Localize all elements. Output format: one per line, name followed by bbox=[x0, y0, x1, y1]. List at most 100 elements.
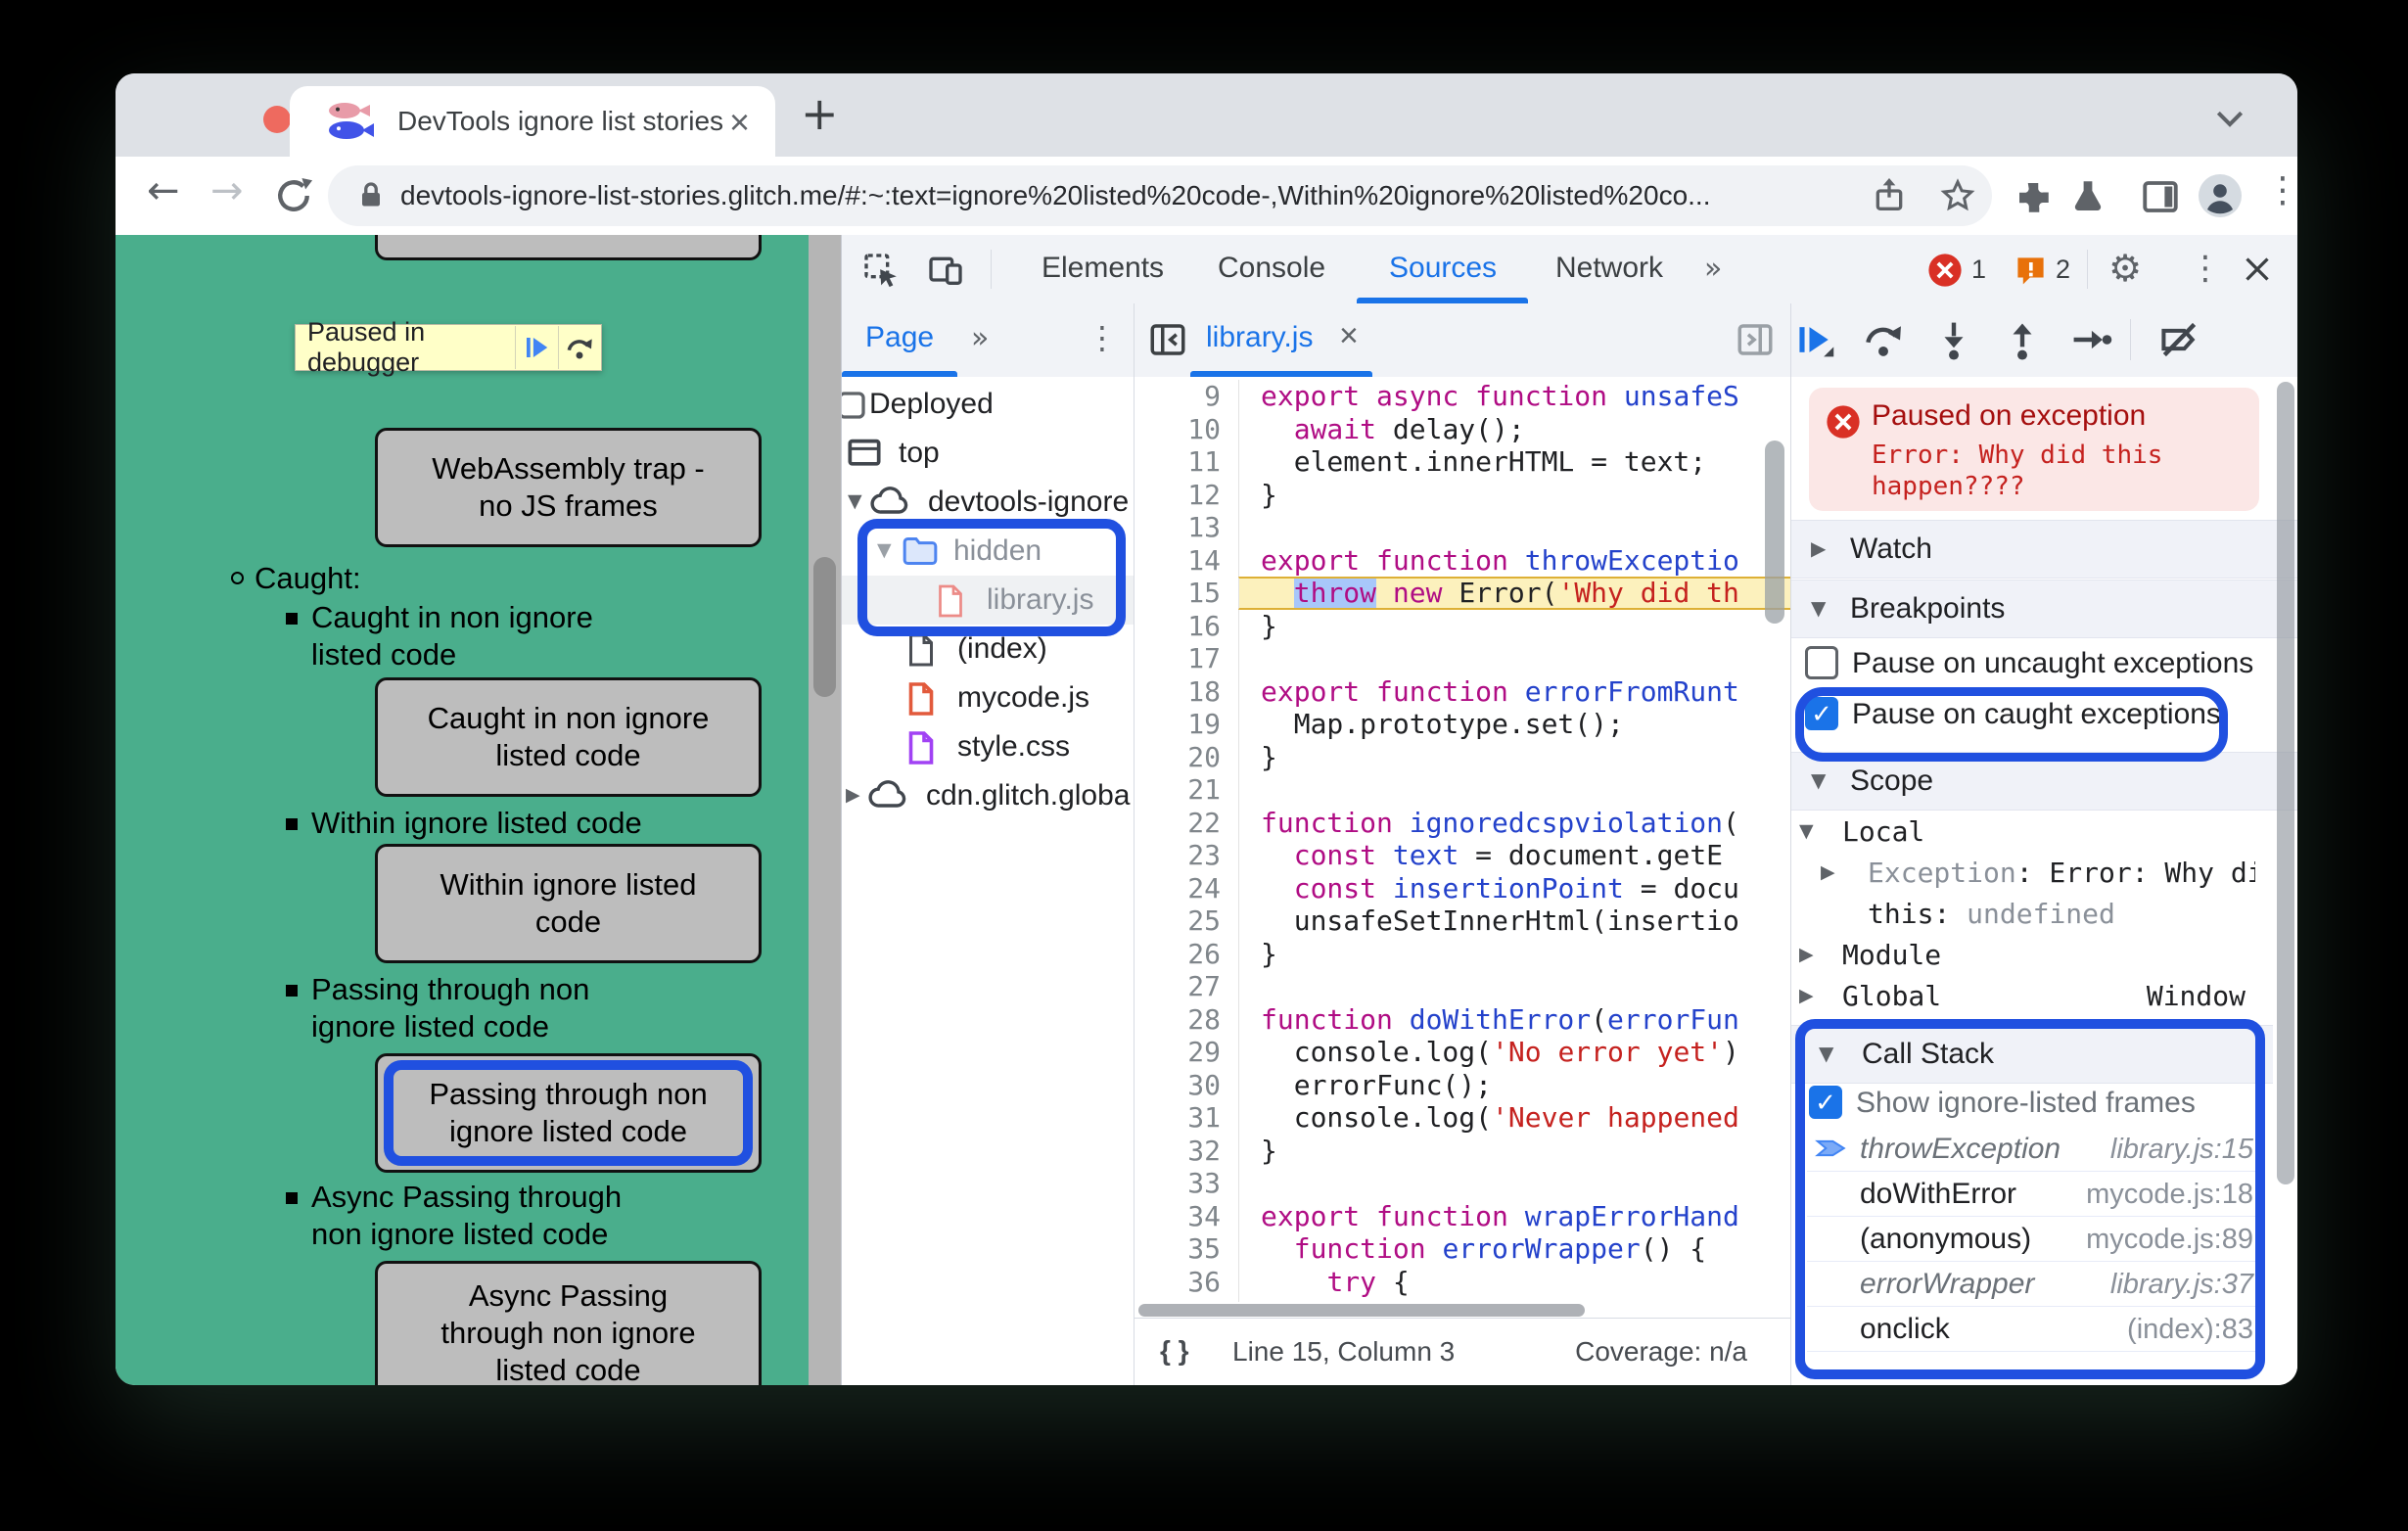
overlay-resume-button[interactable] bbox=[514, 326, 558, 369]
code-line-26[interactable]: 26} bbox=[1135, 937, 1790, 971]
tree-item-top[interactable]: top bbox=[842, 429, 1134, 478]
line-number[interactable]: 35 bbox=[1187, 1232, 1221, 1265]
line-number[interactable]: 34 bbox=[1187, 1199, 1221, 1232]
browser-tab[interactable]: DevTools ignore list stories × bbox=[290, 86, 775, 157]
line-number[interactable]: 14 bbox=[1187, 543, 1221, 577]
code-line-19[interactable]: 19 Map.prototype.set(); bbox=[1135, 708, 1790, 741]
forward-icon[interactable]: → bbox=[210, 168, 244, 213]
format-braces-icon[interactable]: { } bbox=[1160, 1335, 1189, 1366]
line-number[interactable]: 28 bbox=[1187, 1002, 1221, 1036]
section-watch[interactable]: ▶Watch bbox=[1791, 520, 2297, 579]
tree-item-mycode.js[interactable]: mycode.js bbox=[842, 673, 1134, 722]
inspect-element-icon[interactable] bbox=[861, 251, 901, 290]
step-into-icon[interactable] bbox=[1932, 318, 1975, 361]
overlay-step-over-button[interactable] bbox=[557, 326, 601, 369]
share-icon[interactable] bbox=[1870, 176, 1909, 215]
line-number[interactable]: 26 bbox=[1187, 937, 1221, 970]
navigator-more-tabs-icon[interactable]: » bbox=[971, 321, 990, 355]
tree-expand-icon[interactable]: ▼ bbox=[848, 490, 862, 512]
editor-vertical-scrollbar[interactable] bbox=[1765, 441, 1784, 624]
line-number[interactable]: 37 bbox=[1135, 1298, 1238, 1302]
tree-item-deployed[interactable]: Deployed bbox=[842, 380, 1134, 429]
bookmark-star-icon[interactable] bbox=[1938, 176, 1977, 215]
tree-item-cdn.glitch.globa[interactable]: ▶cdn.glitch.globa bbox=[842, 771, 1134, 820]
hide-navigator-icon[interactable] bbox=[1147, 319, 1188, 360]
code-line-36[interactable]: 36 try { bbox=[1135, 1265, 1790, 1299]
page-button[interactable]: Caught in non ignore listed code bbox=[375, 677, 762, 797]
code-line-35[interactable]: 35 function errorWrapper() { bbox=[1135, 1232, 1790, 1266]
line-number[interactable]: 21 bbox=[1187, 773, 1221, 806]
line-number[interactable]: 33 bbox=[1187, 1167, 1221, 1199]
code-line-24[interactable]: 24 const insertionPoint = docu bbox=[1135, 871, 1790, 905]
section-call-stack[interactable]: ▼Call Stack bbox=[1791, 1025, 2273, 1084]
page-scrollbar[interactable] bbox=[809, 235, 841, 1385]
extensions-puzzle-icon[interactable] bbox=[2013, 176, 2054, 217]
code-line-25[interactable]: 25 unsafeSetInnerHtml(insertio bbox=[1135, 905, 1790, 938]
line-number[interactable]: 17 bbox=[1187, 642, 1221, 674]
breakpoint-option-checkbox[interactable] bbox=[1805, 646, 1838, 679]
code-line-29[interactable]: 29 console.log('No error yet') bbox=[1135, 1036, 1790, 1069]
padlock-icon[interactable] bbox=[353, 178, 389, 213]
line-number[interactable]: 29 bbox=[1187, 1036, 1221, 1068]
profile-avatar[interactable] bbox=[2197, 172, 2244, 219]
page-button[interactable]: Passing through non ignore listed code bbox=[375, 1053, 762, 1173]
sidebar-scrollbar-thumb[interactable] bbox=[2277, 382, 2294, 1184]
devtools-menu-kebab-icon[interactable]: ⋮ bbox=[2189, 249, 2222, 288]
line-number[interactable]: 32 bbox=[1187, 1134, 1221, 1167]
side-panel-icon[interactable] bbox=[2140, 176, 2181, 217]
line-number[interactable]: 9 bbox=[1204, 380, 1221, 412]
tree-item-style.css[interactable]: style.css bbox=[842, 722, 1134, 771]
call-stack-frame[interactable]: onclick(index):83 bbox=[1807, 1306, 2257, 1352]
breakpoint-option-label[interactable]: Pause on uncaught exceptions bbox=[1852, 647, 2254, 679]
close-window-button[interactable] bbox=[263, 106, 291, 133]
tab-console[interactable]: Console bbox=[1218, 252, 1326, 284]
code-line-37[interactable]: 37 errorFunc(); bbox=[1135, 1298, 1790, 1302]
back-icon[interactable]: ← bbox=[147, 168, 180, 213]
scope-row[interactable]: this: undefined bbox=[1868, 898, 2115, 930]
page-button[interactable]: WebAssembly trap - no JS frames bbox=[375, 428, 762, 547]
code-line-10[interactable]: 10 await delay(); bbox=[1135, 412, 1790, 446]
code-line-20[interactable]: 20} bbox=[1135, 740, 1790, 774]
navigator-tab-page[interactable]: Page bbox=[865, 321, 935, 353]
line-number[interactable]: 30 bbox=[1187, 1068, 1221, 1101]
code-line-15[interactable]: 15 throw new Error('Why did th bbox=[1135, 577, 1790, 610]
breakpoint-option-checkbox[interactable]: ✓ bbox=[1805, 697, 1838, 730]
code-line-13[interactable]: 13 bbox=[1135, 511, 1790, 544]
line-number[interactable]: 19 bbox=[1187, 708, 1221, 740]
line-number[interactable]: 13 bbox=[1187, 511, 1221, 543]
line-number[interactable]: 27 bbox=[1187, 970, 1221, 1002]
reload-icon[interactable] bbox=[272, 174, 315, 217]
page-button[interactable]: Async Passing through non ignore listed … bbox=[375, 1261, 762, 1385]
url-text[interactable]: devtools-ignore-list-stories.glitch.me/#… bbox=[400, 180, 1711, 210]
line-number[interactable]: 36 bbox=[1187, 1265, 1221, 1298]
code-line-21[interactable]: 21 bbox=[1135, 773, 1790, 807]
device-toolbar-icon[interactable] bbox=[926, 251, 965, 290]
line-number[interactable]: 10 bbox=[1187, 412, 1221, 445]
file-tab-close-icon[interactable]: × bbox=[1339, 317, 1359, 354]
cutoff-button[interactable] bbox=[375, 235, 762, 260]
call-stack-frame[interactable]: (anonymous)mycode.js:89 bbox=[1807, 1216, 2257, 1262]
tree-item-devtools-ignore[interactable]: ▼devtools-ignore bbox=[842, 478, 1134, 527]
code-line-30[interactable]: 30 errorFunc(); bbox=[1135, 1068, 1790, 1102]
tree-expand-icon[interactable]: ▶ bbox=[846, 784, 860, 806]
navigator-menu-kebab-icon[interactable]: ⋮ bbox=[1087, 319, 1118, 356]
code-line-16[interactable]: 16} bbox=[1135, 609, 1790, 643]
deactivate-breakpoints-icon[interactable] bbox=[2157, 318, 2200, 361]
line-number[interactable]: 20 bbox=[1187, 740, 1221, 773]
line-number[interactable]: 23 bbox=[1187, 839, 1221, 871]
section-scope[interactable]: ▼Scope bbox=[1791, 752, 2297, 811]
tree-expand-icon[interactable]: ▼ bbox=[877, 539, 892, 561]
code-line-33[interactable]: 33 bbox=[1135, 1167, 1790, 1200]
breakpoint-option-label[interactable]: Pause on caught exceptions bbox=[1852, 698, 2221, 730]
code-line-17[interactable]: 17 bbox=[1135, 642, 1790, 675]
code-line-11[interactable]: 11 element.innerHTML = text; bbox=[1135, 445, 1790, 479]
